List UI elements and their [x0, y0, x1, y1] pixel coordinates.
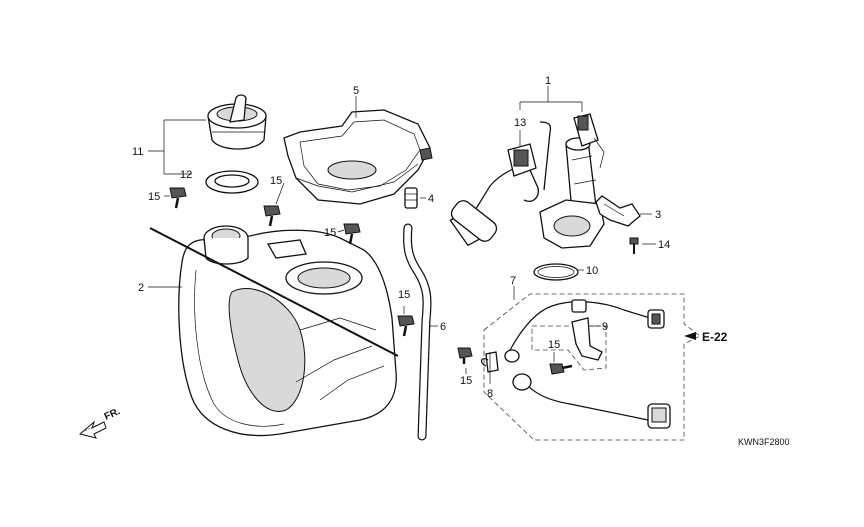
callout-4: 4	[428, 193, 434, 205]
callout-15: 15	[324, 227, 336, 239]
front-arrow-icon: FR.	[78, 406, 122, 439]
callout-9: 9	[602, 321, 608, 333]
o-ring-icon	[533, 263, 579, 281]
bolt-icon	[169, 187, 573, 375]
setting-plate-icon	[595, 195, 641, 227]
callout-8: 8	[487, 388, 493, 400]
fuel-cable-icon	[504, 299, 671, 429]
hose-band-icon	[571, 317, 603, 361]
callout-10: 10	[586, 265, 598, 277]
reference-label: E-22	[702, 330, 728, 344]
callout-11: 11	[132, 146, 143, 158]
screw-icon	[629, 237, 639, 254]
callout-6: 6	[440, 321, 446, 333]
fuel-tank-icon	[149, 225, 399, 437]
callout-15: 15	[148, 191, 160, 203]
diagram-code: KWN3F2800	[738, 437, 790, 447]
callout-15: 15	[270, 175, 282, 187]
gasket-icon	[205, 170, 259, 194]
fuel-cap-icon	[207, 94, 267, 150]
callout-3: 3	[655, 209, 661, 221]
cable-clip-icon	[480, 351, 499, 373]
callout-13: 13	[514, 117, 526, 129]
leader-lines	[148, 86, 656, 384]
fuel-pump-icon	[449, 113, 605, 249]
harness-group-outline	[483, 293, 701, 441]
callout-2: 2	[138, 282, 144, 294]
fuel-hose-icon	[403, 223, 432, 441]
callout-12: 12	[180, 169, 192, 181]
hose-clamp-icon	[404, 187, 418, 209]
callout-15: 15	[398, 289, 410, 301]
callout-7: 7	[510, 275, 516, 287]
tank-tray-icon	[283, 109, 433, 205]
callout-1: 1	[545, 75, 551, 87]
callout-14: 14	[658, 239, 670, 251]
callout-15: 15	[460, 375, 472, 387]
front-label: FR.	[103, 406, 122, 423]
callout-5: 5	[353, 85, 359, 97]
reference-arrow: E-22	[684, 330, 728, 344]
callout-15: 15	[548, 339, 560, 351]
